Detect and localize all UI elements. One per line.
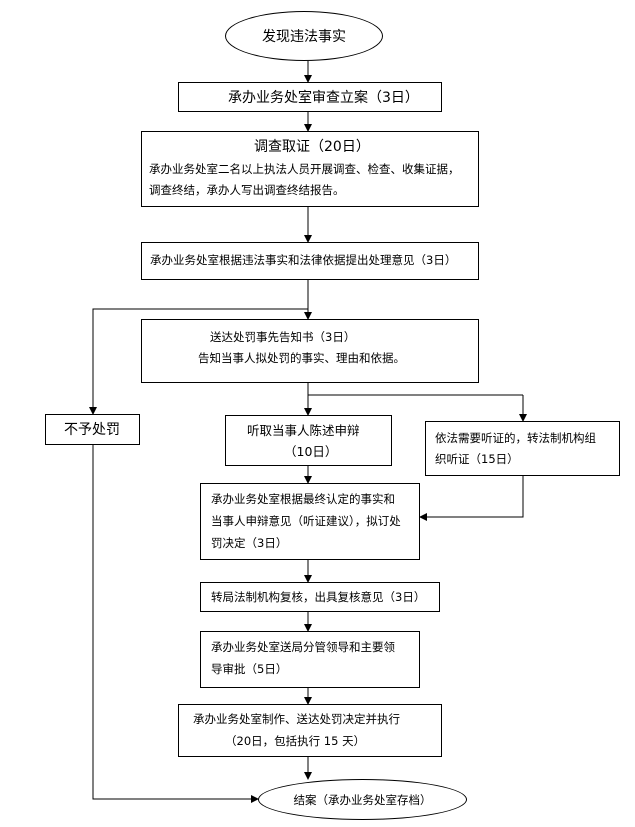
execute-decision-line-1: 承办业务处室制作、送达处罚决定并执行 — [193, 712, 400, 726]
arrow-hearing-to-draft — [419, 476, 524, 521]
no-penalty-box: 不予处罚 — [45, 414, 140, 445]
execute-decision-line-2: （20日，包括执行 15 天） — [225, 734, 366, 748]
end-node-label: 结案（承办业务处室存档） — [293, 792, 432, 807]
leader-approval-box: 承办业务处室送局分管领导和主要领 导审批（5日） — [200, 631, 420, 688]
hear-defense-box: 听取当事人陈述申辩 （10日） — [225, 415, 392, 466]
hear-defense-line-1: 听取当事人陈述申辩 — [247, 423, 360, 438]
prior-notice-line-2: 告知当事人拟处罚的事实、理由和依据。 — [198, 351, 405, 365]
legal-review-box: 转局法制机构复核，出具复核意见（3日） — [200, 582, 440, 612]
start-node: 发现违法事实 — [225, 11, 383, 61]
legal-review-label: 转局法制机构复核，出具复核意见（3日） — [211, 590, 426, 604]
investigation-box: 调查取证（20日） 承办业务处室二名以上执法人员开展调查、检查、收集证据， 调查… — [141, 131, 479, 207]
draft-decision-line-2: 当事人申辩意见（听证建议），拟订处 — [211, 514, 401, 528]
hear-defense-line-2: （10日） — [284, 444, 338, 459]
register-case-box: 承办业务处室审查立案（3日） — [178, 82, 442, 112]
draft-decision-line-3: 罚决定（3日） — [211, 536, 288, 550]
formal-hearing-box: 依法需要听证的，转法制机构组 织听证（15日） — [425, 421, 620, 476]
end-node: 结案（承办业务处室存档） — [258, 779, 467, 820]
leader-approval-line-2: 导审批（5日） — [211, 662, 288, 676]
handling-opinion-box: 承办业务处室根据违法事实和法律依据提出处理意见（3日） — [141, 242, 479, 280]
start-node-label: 发现违法事实 — [262, 29, 346, 45]
investigation-line-2: 调查终结，承办人写出调查终结报告。 — [149, 183, 345, 197]
prior-notice-box: 送达处罚事先告知书（3日） 告知当事人拟处罚的事实、理由和依据。 — [141, 319, 479, 383]
formal-hearing-line-2: 织听证（15日） — [435, 452, 519, 466]
formal-hearing-line-1: 依法需要听证的，转法制机构组 — [435, 431, 596, 445]
no-penalty-label: 不予处罚 — [64, 422, 120, 438]
leader-approval-line-1: 承办业务处室送局分管领导和主要领 — [211, 640, 395, 654]
investigation-title: 调查取证（20日） — [254, 139, 370, 155]
register-case-label: 承办业务处室审查立案（3日） — [228, 90, 419, 106]
draft-decision-line-1: 承办业务处室根据最终认定的事实和 — [211, 492, 395, 506]
arrow-no-penalty-to-end — [92, 445, 259, 803]
arrow-branch-to-no-penalty — [89, 308, 308, 415]
handling-opinion-label: 承办业务处室根据违法事实和法律依据提出处理意见（3日） — [150, 253, 457, 267]
draft-decision-box: 承办业务处室根据最终认定的事实和 当事人申辩意见（听证建议），拟订处 罚决定（3… — [200, 483, 420, 560]
investigation-line-1: 承办业务处室二名以上执法人员开展调查、检查、收集证据， — [149, 162, 460, 176]
prior-notice-line-1: 送达处罚事先告知书（3日） — [210, 330, 356, 344]
execute-decision-box: 承办业务处室制作、送达处罚决定并执行 （20日，包括执行 15 天） — [178, 704, 442, 757]
